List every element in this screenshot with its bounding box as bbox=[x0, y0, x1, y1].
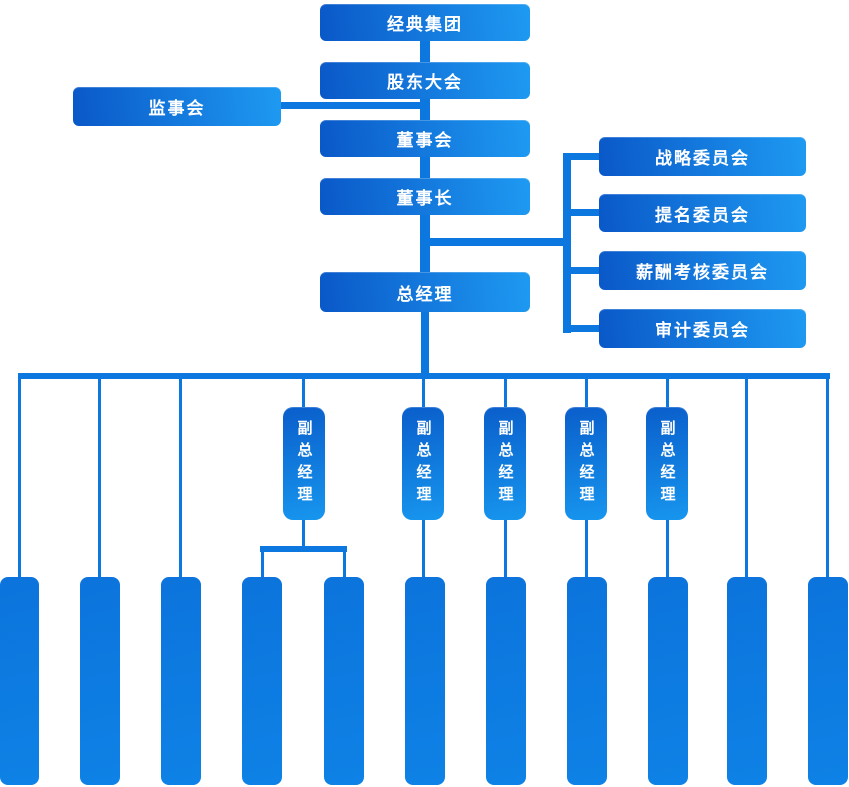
node-group: 经典集团 bbox=[320, 4, 530, 41]
node-chairman-label: 董事长 bbox=[396, 189, 454, 208]
node-board-of-directors-label: 董事会 bbox=[396, 131, 454, 150]
node-chairman: 董事长 bbox=[320, 178, 530, 215]
connector-shareholders-board bbox=[420, 98, 430, 121]
tail-deputy-4 bbox=[585, 518, 588, 579]
connector-committee-stub-4 bbox=[569, 325, 600, 332]
node-deputy-gm-3: 副总经理 bbox=[484, 407, 526, 520]
connector-committee-branch bbox=[425, 238, 568, 246]
tee-drop-left bbox=[261, 551, 264, 579]
tail-deputy-5 bbox=[666, 518, 669, 579]
node-committee-compensation: 薪酬考核委员会 bbox=[599, 251, 806, 290]
connector-group-shareholders bbox=[420, 40, 430, 63]
connector-supervisory-branch bbox=[279, 102, 421, 109]
connector-committee-stub-3 bbox=[569, 267, 600, 274]
node-group-label: 经典集团 bbox=[387, 15, 463, 34]
node-committee-nomination: 提名委员会 bbox=[599, 194, 806, 232]
connector-committee-stub-2 bbox=[569, 209, 600, 216]
node-deputy-gm-5-label: 副总经理 bbox=[658, 419, 676, 508]
tail-deputy-3 bbox=[504, 518, 507, 579]
node-committee-strategy: 战略委员会 bbox=[599, 137, 806, 176]
node-committee-strategy-label: 战略委员会 bbox=[655, 149, 750, 168]
node-supervisory-board-label: 监事会 bbox=[148, 99, 206, 118]
drop-deputy-4 bbox=[585, 377, 588, 409]
node-deputy-gm-5: 副总经理 bbox=[646, 407, 688, 520]
node-committee-audit: 审计委员会 bbox=[599, 309, 806, 348]
connector-committee-stub-1 bbox=[569, 153, 600, 160]
tail-deputy-2 bbox=[422, 518, 425, 579]
node-deputy-gm-4-label: 副总经理 bbox=[577, 419, 595, 508]
node-general-manager: 总经理 bbox=[320, 272, 530, 312]
node-department-1 bbox=[0, 577, 39, 785]
node-deputy-gm-2-label: 副总经理 bbox=[414, 419, 432, 508]
drop-deputy-1 bbox=[302, 377, 305, 409]
node-department-8 bbox=[567, 577, 607, 785]
tee-deputy-1 bbox=[260, 546, 347, 552]
node-board-of-directors: 董事会 bbox=[320, 120, 530, 157]
node-department-6 bbox=[405, 577, 445, 785]
node-committee-compensation-label: 薪酬考核委员会 bbox=[636, 263, 769, 282]
drop-deputy-3 bbox=[504, 377, 507, 409]
tee-drop-right bbox=[343, 551, 346, 579]
node-deputy-gm-1: 副总经理 bbox=[283, 407, 325, 520]
drop-department-2 bbox=[98, 377, 101, 579]
node-department-10 bbox=[727, 577, 767, 785]
node-department-11 bbox=[808, 577, 848, 785]
node-deputy-gm-4: 副总经理 bbox=[565, 407, 607, 520]
drop-department-1 bbox=[18, 377, 21, 579]
drop-department-3 bbox=[179, 377, 182, 579]
connector-board-chairman bbox=[420, 156, 430, 179]
node-department-4 bbox=[242, 577, 282, 785]
node-department-2 bbox=[80, 577, 120, 785]
node-department-5 bbox=[324, 577, 364, 785]
node-deputy-gm-3-label: 副总经理 bbox=[496, 419, 514, 508]
tail-deputy-1 bbox=[302, 518, 305, 548]
node-department-9 bbox=[648, 577, 688, 785]
connector-gm-mainline bbox=[421, 311, 429, 375]
drop-deputy-5 bbox=[666, 377, 669, 409]
drop-department-10 bbox=[745, 377, 748, 579]
node-deputy-gm-1-label: 副总经理 bbox=[295, 419, 313, 508]
node-deputy-gm-2: 副总经理 bbox=[402, 407, 444, 520]
node-department-7 bbox=[486, 577, 526, 785]
connector-main-horizontal bbox=[18, 373, 830, 379]
node-committee-nomination-label: 提名委员会 bbox=[655, 205, 750, 225]
node-department-3 bbox=[161, 577, 201, 785]
drop-deputy-2 bbox=[422, 377, 425, 409]
drop-department-11 bbox=[826, 377, 829, 579]
node-committee-audit-label: 审计委员会 bbox=[655, 321, 750, 340]
node-shareholders-meeting: 股东大会 bbox=[320, 62, 530, 99]
node-supervisory-board: 监事会 bbox=[73, 87, 281, 126]
node-shareholders-meeting-label: 股东大会 bbox=[387, 73, 463, 92]
node-general-manager-label: 总经理 bbox=[396, 284, 454, 304]
connector-committee-spine bbox=[563, 153, 571, 333]
